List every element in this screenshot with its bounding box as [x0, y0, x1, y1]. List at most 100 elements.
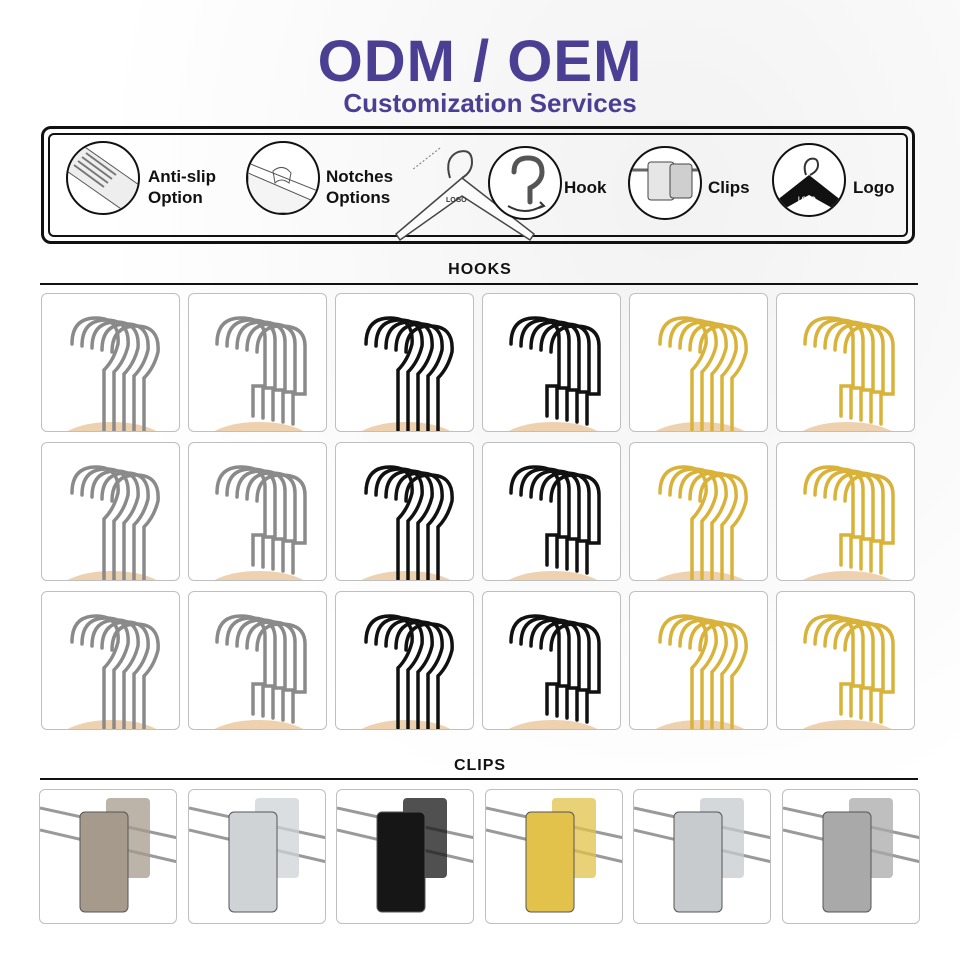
hook-wire: [100, 471, 150, 580]
hook-wire: [678, 618, 728, 729]
hook-tile-black: [335, 293, 474, 432]
hook-wire: [215, 316, 267, 418]
hook-wire: [90, 618, 140, 729]
hook-wire: [245, 620, 297, 722]
clip-front: [228, 811, 278, 913]
hook-wire: [394, 322, 444, 431]
logo-badge-text: LOGO: [798, 197, 816, 203]
hook-wire: [215, 465, 267, 567]
hook-tile-black-flat: [482, 442, 621, 581]
hook-wire: [394, 620, 444, 729]
hook-tile-black-flat: [482, 293, 621, 432]
clips-heading: CLIPS: [453, 757, 507, 774]
hook-wire: [215, 614, 267, 716]
hook-wire: [698, 324, 748, 431]
clip-icon: [628, 146, 702, 220]
hook-tile-gold-flat: [776, 591, 915, 730]
clip-front: [822, 811, 872, 913]
hooks-heading: HOOKS: [448, 261, 512, 278]
clips-divider: [40, 778, 918, 780]
hook-wire: [110, 473, 160, 580]
hook-wire: [823, 618, 875, 720]
hook-wire: [100, 620, 150, 729]
logo-label: Logo: [853, 178, 895, 197]
clip-front: [79, 811, 129, 913]
clip-tile-chrome: [188, 789, 326, 924]
hook-wire: [384, 320, 434, 431]
hook-wire: [394, 471, 444, 580]
hook-wire: [813, 467, 865, 569]
hook-wire: [519, 467, 571, 569]
hook-wire: [255, 324, 307, 426]
clip-front: [376, 811, 426, 913]
page-subtitle: Customization Services: [343, 88, 637, 118]
hook-wire: [245, 322, 297, 424]
hook-wire: [678, 469, 728, 580]
hook-wire: [519, 616, 571, 718]
hook-wire: [384, 469, 434, 580]
clip-tile-nickel: [39, 789, 177, 924]
hanger-illustration-icon: LOGO: [395, 147, 536, 242]
hook-wire: [235, 469, 287, 571]
hook-wire: [678, 320, 728, 431]
page-title: ODM / OEM: [317, 29, 643, 94]
hook-tile-black-flat: [482, 591, 621, 730]
hook-wire: [688, 322, 738, 431]
hook-wire: [688, 471, 738, 580]
hook-wire: [225, 467, 277, 569]
hook-wire: [90, 469, 140, 580]
clips-label: Clips: [708, 178, 750, 197]
hook-wire: [110, 324, 160, 431]
hook-tile-chrome: [41, 293, 180, 432]
clip-tile-gold: [485, 789, 623, 924]
notches-icon: [246, 141, 320, 215]
hook-wire: [529, 320, 581, 422]
hook-wire: [688, 620, 738, 729]
clip-tile-chrome-round: [633, 789, 771, 924]
hook-wire: [225, 616, 277, 718]
hook-wire: [519, 318, 571, 420]
hook-label: Hook: [564, 178, 607, 197]
hook-wire: [509, 614, 561, 716]
hook-wire: [539, 620, 591, 722]
hook-tile-black: [335, 442, 474, 581]
hook-wire: [843, 622, 895, 724]
hook-tile-black: [335, 591, 474, 730]
options-panel: [41, 126, 915, 244]
anti-slip-icon: [66, 141, 140, 215]
hook-wire: [539, 322, 591, 424]
hook-wire: [384, 618, 434, 729]
hook-wire: [509, 316, 561, 418]
hook-wire: [843, 324, 895, 426]
hook-wire: [404, 473, 454, 580]
hook-wire: [404, 622, 454, 729]
hook-tile-gold-flat: [776, 442, 915, 581]
hook-wire: [245, 471, 297, 573]
hook-wire: [833, 322, 885, 424]
hook-wire: [90, 320, 140, 431]
hook-tile-gold: [629, 442, 768, 581]
hook-wire: [803, 614, 855, 716]
hanger-logo-text: LOGO: [446, 197, 467, 204]
hook-wire: [698, 473, 748, 580]
hook-wire: [529, 469, 581, 571]
hook-wire: [843, 473, 895, 575]
hook-wire: [813, 616, 865, 718]
hook-wire: [549, 622, 601, 724]
hook-wire: [255, 473, 307, 575]
hook-tile-chrome-flat: [188, 293, 327, 432]
hook-wire: [833, 471, 885, 573]
hook-wire: [255, 622, 307, 724]
hook-tile-chrome: [41, 442, 180, 581]
hook-wire: [823, 320, 875, 422]
hooks-divider: [40, 283, 918, 285]
hook-wire: [823, 469, 875, 571]
hook-wire: [803, 316, 855, 418]
hook-wire: [235, 618, 287, 720]
hook-wire: [549, 473, 601, 575]
hook-wire: [813, 318, 865, 420]
clip-tile-black: [336, 789, 474, 924]
hook-wire: [803, 465, 855, 567]
hook-tile-chrome-flat: [188, 591, 327, 730]
